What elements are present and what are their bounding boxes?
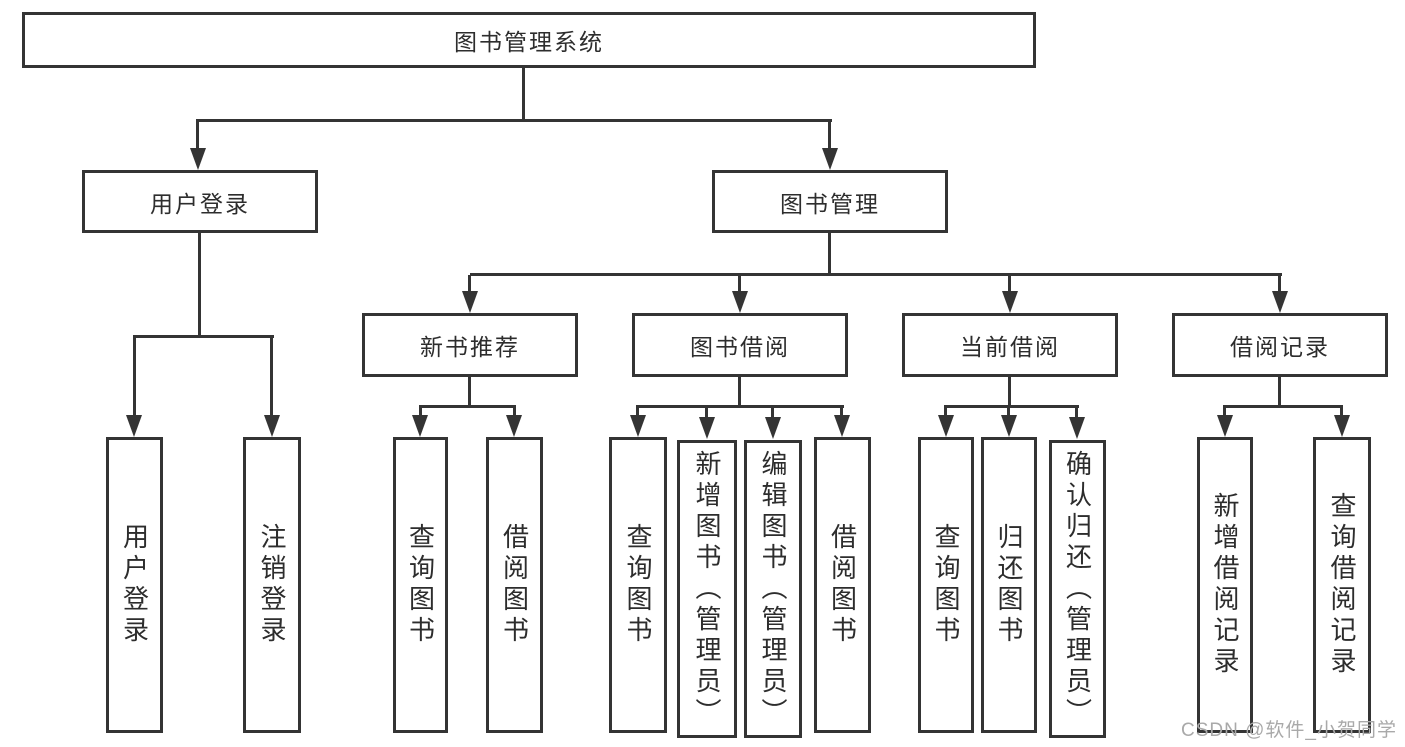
connector-drop: [636, 405, 639, 417]
arrow-down-icon: [938, 415, 954, 437]
connector-drop: [840, 405, 843, 417]
leaf-label: 查询图书: [623, 523, 653, 647]
arrow-down-icon: [732, 291, 748, 313]
arrow-down-icon: [630, 415, 646, 437]
connector-user-login-bar: [134, 335, 274, 338]
connector-level2: [470, 273, 1282, 276]
leaf-query-books-borrow: 查询图书: [609, 437, 667, 733]
leaf-label: 编辑图书（管理员）: [758, 449, 788, 729]
connector-drop: [513, 405, 516, 417]
leaf-label: 确认归还（管理员）: [1062, 449, 1093, 729]
connector-drop: [1223, 405, 1226, 417]
arrow-down-icon: [822, 148, 838, 170]
leaf-return-book: 归还图书: [981, 437, 1037, 733]
connector-drop-leaf-user-login: [133, 335, 136, 417]
node-new-book-recommend: 新书推荐: [362, 313, 578, 377]
leaf-label: 新增借阅记录: [1210, 492, 1240, 678]
arrow-down-icon: [412, 415, 428, 437]
arrow-down-icon: [1002, 291, 1018, 313]
connector-drop-borrow-records: [1278, 275, 1281, 293]
connector-root-stem: [522, 66, 525, 119]
node-book-management-label: 图书管理: [780, 190, 880, 217]
connector-user-login-stem: [198, 231, 201, 335]
arrow-down-icon: [462, 291, 478, 313]
node-borrow-records-label: 借阅记录: [1230, 334, 1330, 360]
arrow-down-icon: [765, 417, 781, 439]
connector-drop: [1007, 405, 1010, 417]
leaf-logout-login: 注销登录: [243, 437, 301, 733]
connector-current-borrow-stem: [1008, 375, 1011, 407]
connector-drop-book-borrow: [738, 275, 741, 293]
leaf-borrow-books-recommend: 借阅图书: [486, 437, 543, 733]
root-node: 图书管理系统: [22, 12, 1036, 68]
leaf-confirm-return-admin: 确认归还（管理员）: [1049, 440, 1106, 738]
arrow-down-icon: [126, 415, 142, 437]
node-book-management: 图书管理: [712, 170, 948, 233]
node-new-book-recommend-label: 新书推荐: [420, 334, 520, 360]
connector-drop-leaf-logout: [270, 335, 273, 417]
connector-borrow-records-stem: [1278, 375, 1281, 407]
leaf-label: 归还图书: [994, 523, 1024, 647]
leaf-add-book-admin: 新增图书（管理员）: [677, 440, 737, 738]
leaf-borrow-books: 借阅图书: [814, 437, 871, 733]
leaf-label: 借阅图书: [827, 523, 858, 647]
root-node-label: 图书管理系统: [454, 29, 604, 55]
connector-drop: [1075, 405, 1078, 417]
connector-drop-user-login: [196, 119, 199, 149]
leaf-label: 注销登录: [257, 523, 287, 647]
connector-drop: [705, 405, 708, 417]
node-current-borrow: 当前借阅: [902, 313, 1118, 377]
connector-book-borrow-bar: [638, 405, 844, 408]
arrow-down-icon: [264, 415, 280, 437]
connector-drop-new-book: [468, 275, 471, 293]
arrow-down-icon: [1069, 417, 1085, 439]
connector-drop: [419, 405, 422, 417]
arrow-down-icon: [834, 415, 850, 437]
leaf-query-books-current: 查询图书: [918, 437, 974, 733]
arrow-down-icon: [1334, 415, 1350, 437]
connector-drop-current-borrow: [1008, 275, 1011, 293]
csdn-watermark: CSDN @软件_小贺同学: [1181, 720, 1397, 741]
arrow-down-icon: [699, 417, 715, 439]
arrow-down-icon: [1217, 415, 1233, 437]
leaf-label: 用户登录: [119, 523, 150, 647]
node-book-borrow-label: 图书借阅: [690, 334, 790, 360]
node-book-borrow: 图书借阅: [632, 313, 848, 377]
connector-new-book-stem: [468, 375, 471, 407]
connector-borrow-records-bar: [1225, 405, 1343, 408]
leaf-edit-book-admin: 编辑图书（管理员）: [744, 440, 802, 738]
leaf-query-borrow-record: 查询借阅记录: [1313, 437, 1371, 733]
connector-new-book-bar: [420, 405, 516, 408]
node-user-login: 用户登录: [82, 170, 318, 233]
node-current-borrow-label: 当前借阅: [960, 334, 1060, 360]
connector-drop: [1340, 405, 1343, 417]
connector-drop: [771, 405, 774, 417]
arrow-down-icon: [1001, 415, 1017, 437]
node-borrow-records: 借阅记录: [1172, 313, 1388, 377]
leaf-label: 借阅图书: [499, 523, 530, 647]
leaf-query-books-recommend: 查询图书: [393, 437, 448, 733]
arrow-down-icon: [190, 148, 206, 170]
node-user-login-label: 用户登录: [150, 190, 250, 217]
leaf-label: 查询借阅记录: [1327, 492, 1357, 678]
connector-book-management-stem: [828, 231, 831, 275]
connector-level1: [197, 119, 832, 122]
arrow-down-icon: [1272, 291, 1288, 313]
connector-drop: [944, 405, 947, 417]
arrow-down-icon: [506, 415, 522, 437]
leaf-label: 查询图书: [931, 523, 961, 647]
leaf-label: 新增图书（管理员）: [692, 449, 722, 729]
leaf-add-borrow-record: 新增借阅记录: [1197, 437, 1253, 733]
connector-book-borrow-stem: [738, 375, 741, 407]
leaf-label: 查询图书: [405, 523, 436, 647]
connector-drop-book-management: [828, 119, 831, 149]
connector-current-borrow-bar: [946, 405, 1079, 408]
leaf-user-login: 用户登录: [106, 437, 163, 733]
